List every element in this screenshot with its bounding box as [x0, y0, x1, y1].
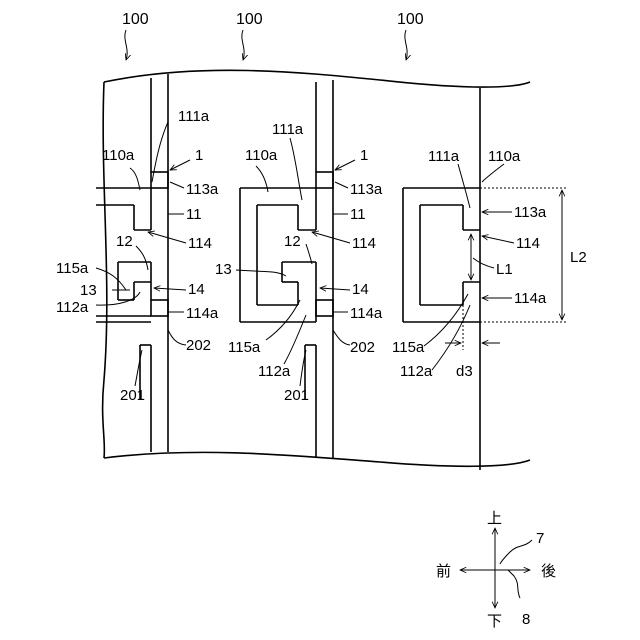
- mid-label-202: 202: [350, 339, 375, 356]
- mid-label-11: 11: [350, 206, 366, 223]
- mid-label-14: 14: [352, 281, 369, 298]
- right-label-d3: d3: [456, 363, 473, 380]
- left-label-113a: 113a: [186, 181, 219, 198]
- unit-label-mid: 100: [236, 11, 263, 28]
- right-label-L2: L2: [570, 249, 587, 266]
- right-label-L1: L1: [496, 261, 513, 278]
- compass-ref-8: 8: [522, 611, 530, 628]
- left-label-11: 11: [186, 206, 202, 223]
- mid-label-114: 114: [352, 235, 376, 252]
- left-label-12: 12: [116, 233, 133, 250]
- unit-arrows: [125, 30, 407, 60]
- right-label-115a: 115a: [392, 339, 425, 356]
- mid-label-110a: 110a: [245, 147, 278, 164]
- left-label-1: 1: [195, 147, 203, 164]
- mid-label-113a: 113a: [350, 181, 383, 198]
- left-label-115a: 115a: [56, 260, 89, 277]
- left-label-13: 13: [80, 282, 97, 299]
- left-label-201: 201: [120, 387, 145, 404]
- compass-up: 上: [487, 509, 502, 527]
- left-label-110a: 110a: [102, 147, 135, 164]
- direction-compass: [460, 528, 532, 608]
- right-label-113a: 113a: [514, 204, 547, 221]
- mid-label-112a: 112a: [258, 363, 291, 380]
- left-label-114: 114: [188, 235, 212, 252]
- mid-label-12: 12: [284, 233, 301, 250]
- mid-label-1: 1: [360, 147, 368, 164]
- right-label-110a: 110a: [488, 148, 521, 165]
- left-label-202: 202: [186, 337, 211, 354]
- compass-ref-7: 7: [536, 530, 544, 547]
- right-unit-dimensions: [424, 164, 562, 370]
- right-label-112a: 112a: [400, 363, 433, 380]
- compass-back: 後: [541, 562, 556, 580]
- mid-label-115a: 115a: [228, 339, 261, 356]
- right-label-114: 114: [516, 235, 540, 252]
- mid-label-201: 201: [284, 387, 309, 404]
- unit-label-right: 100: [397, 11, 424, 28]
- compass-front: 前: [436, 562, 451, 580]
- right-unit-structure: [403, 88, 568, 470]
- compass-down: 下: [487, 612, 502, 630]
- right-label-114a: 114a: [514, 290, 547, 307]
- right-label-111a: 111a: [428, 148, 460, 165]
- left-label-14: 14: [188, 281, 205, 298]
- left-label-111a: 111a: [178, 108, 210, 125]
- left-label-112a: 112a: [56, 299, 89, 316]
- mid-label-111a: 111a: [272, 121, 304, 138]
- unit-label-left: 100: [122, 11, 149, 28]
- left-label-114a: 114a: [186, 305, 219, 322]
- mid-label-13: 13: [215, 261, 232, 278]
- mid-label-114a: 114a: [350, 305, 383, 322]
